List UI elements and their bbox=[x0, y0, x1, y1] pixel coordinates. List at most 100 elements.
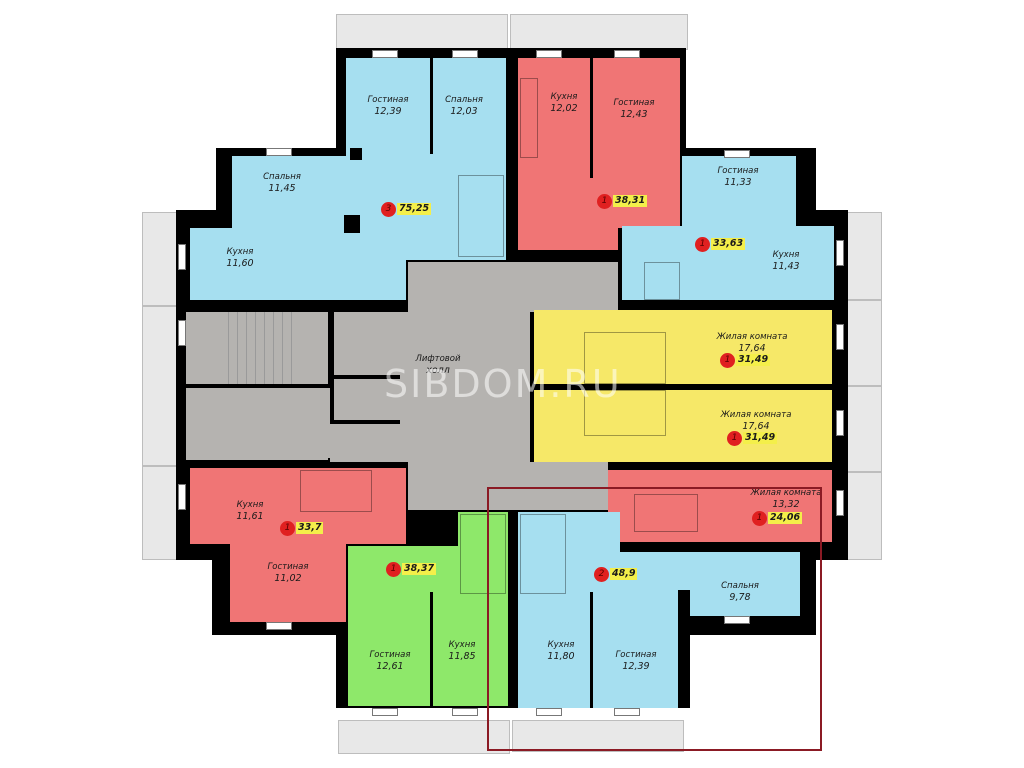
apt-studio-c-room[interactable] bbox=[608, 470, 832, 542]
rooms-count: 1 bbox=[597, 193, 612, 209]
apt-3-75-bedroom-2[interactable] bbox=[232, 156, 350, 228]
window bbox=[452, 708, 478, 716]
total-area: 38,37 bbox=[402, 563, 437, 575]
apt-studio-b-room[interactable] bbox=[534, 390, 832, 462]
rooms-count: 1 bbox=[695, 236, 710, 252]
total-area: 31,49 bbox=[743, 432, 778, 444]
total-area: 33,7 bbox=[296, 522, 324, 534]
apt-48-9-partition bbox=[590, 592, 593, 708]
window bbox=[836, 410, 844, 436]
balcony-left-1 bbox=[142, 212, 178, 306]
apt-38-37-partition bbox=[430, 592, 433, 706]
apt-33-7-living[interactable] bbox=[230, 544, 346, 622]
elevator-shaft-bottom bbox=[330, 420, 400, 424]
window bbox=[178, 320, 186, 346]
window bbox=[614, 50, 640, 58]
balcony-top-right bbox=[510, 14, 688, 50]
total-area: 31,49 bbox=[736, 354, 771, 366]
apt-48-9-hall[interactable] bbox=[560, 512, 620, 562]
balcony-bottom-right bbox=[512, 720, 684, 752]
balcony-left-3 bbox=[142, 466, 178, 560]
elevator-hall-label: Лифтовой холл bbox=[415, 354, 461, 376]
apt-studio-a-bathroom bbox=[584, 332, 666, 384]
balcony-left-2 bbox=[142, 306, 178, 466]
staircase-steps bbox=[228, 312, 298, 384]
apt-3-75-partition bbox=[430, 58, 433, 154]
apartment-selection-frame bbox=[487, 487, 822, 751]
total-area: 33,63 bbox=[711, 238, 746, 250]
rooms-count: 1 bbox=[727, 430, 742, 446]
window bbox=[266, 622, 292, 630]
apt-3-75-column bbox=[350, 148, 362, 160]
window bbox=[536, 50, 562, 58]
rooms-count: 1 bbox=[720, 352, 735, 368]
apt-studio-a-room[interactable] bbox=[534, 310, 832, 384]
corridor-lower bbox=[408, 462, 608, 510]
apt-38-31-main[interactable] bbox=[518, 58, 680, 168]
apt-studio-b-bathroom bbox=[584, 390, 666, 436]
apt-3-75-bathroom bbox=[458, 175, 504, 257]
window bbox=[372, 708, 398, 716]
window bbox=[836, 240, 844, 266]
rooms-count: 3 bbox=[381, 201, 396, 217]
balcony-right-3 bbox=[846, 386, 882, 472]
apt-38-37-bathroom bbox=[460, 514, 506, 594]
apt-3-75-living-bedroom[interactable] bbox=[346, 58, 506, 166]
window bbox=[724, 616, 750, 624]
watermark: SIBDOM.RU bbox=[384, 362, 622, 406]
elevator-divider bbox=[330, 375, 400, 379]
staircase-wall bbox=[186, 384, 330, 388]
apt-3-75-column-2 bbox=[344, 215, 360, 233]
apt-33-63-living[interactable] bbox=[682, 156, 796, 230]
apt-38-37-bath-area[interactable] bbox=[458, 512, 508, 552]
total-area: 38,31 bbox=[613, 195, 648, 207]
window bbox=[372, 50, 398, 58]
balcony-bottom-left bbox=[338, 720, 510, 754]
apt-38-31-partition bbox=[590, 58, 593, 178]
window bbox=[724, 150, 750, 158]
total-area: 75,25 bbox=[397, 203, 432, 215]
rooms-count: 1 bbox=[386, 561, 401, 577]
window bbox=[836, 324, 844, 350]
window bbox=[836, 490, 844, 516]
window bbox=[614, 708, 640, 716]
apt-33-7-bathroom bbox=[300, 470, 372, 512]
total-area: 48,9 bbox=[610, 568, 638, 580]
balcony-right-2 bbox=[846, 300, 882, 386]
rooms-count: 2 bbox=[594, 566, 609, 582]
apt-38-31-kitchen-counter bbox=[520, 78, 538, 158]
balcony-right-4 bbox=[846, 472, 882, 560]
window bbox=[178, 484, 186, 510]
apt-48-9-bedroom[interactable] bbox=[600, 552, 800, 616]
window bbox=[266, 148, 292, 156]
elevator-shaft-wall bbox=[330, 312, 334, 424]
corridor-upper bbox=[408, 262, 618, 312]
apt-48-9-bathroom bbox=[520, 514, 566, 594]
rooms-count: 1 bbox=[752, 510, 767, 526]
window bbox=[536, 708, 562, 716]
